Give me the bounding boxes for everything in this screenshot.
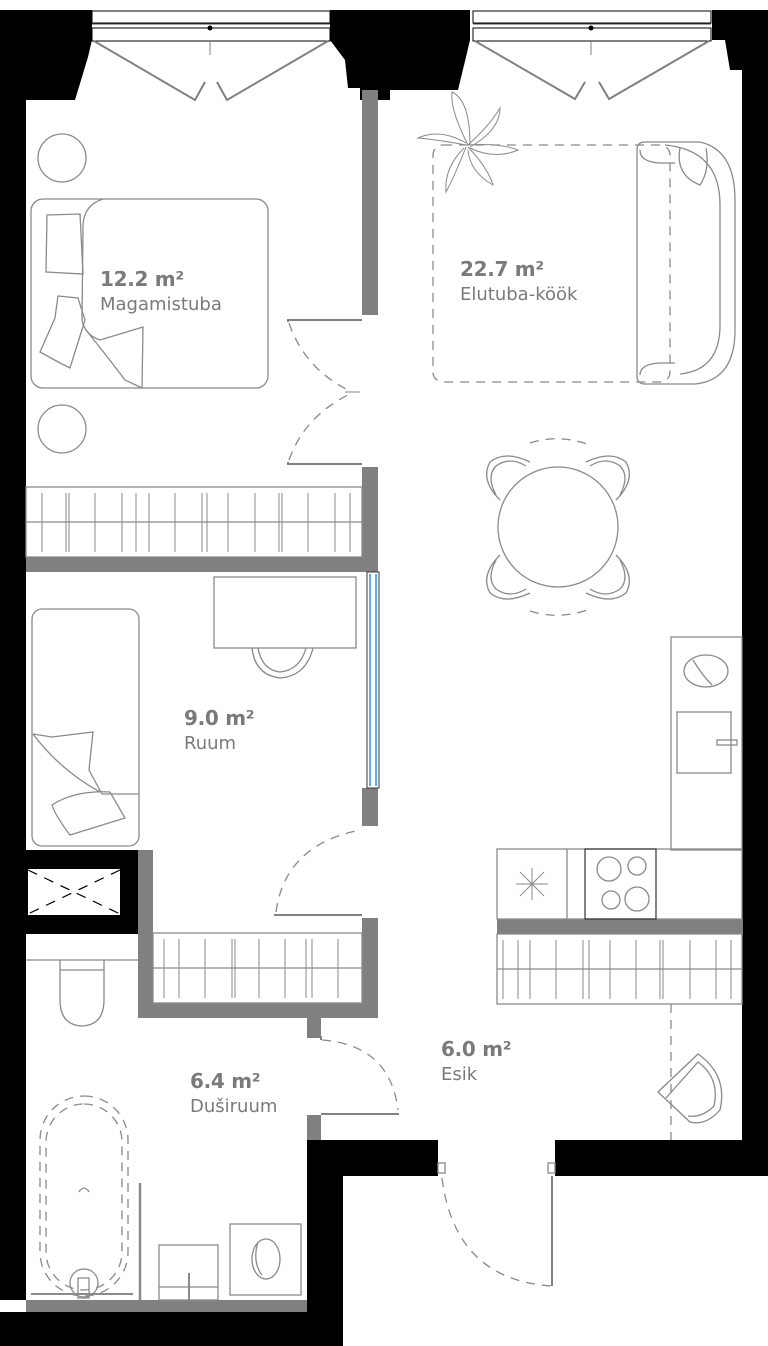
room-area: 22.7 m² bbox=[460, 257, 544, 281]
room-label-bedroom: 12.2 m² Magamistuba bbox=[100, 268, 222, 316]
room-label-room: 9.0 m² Ruum bbox=[184, 706, 255, 755]
room-area: 9.0 m² bbox=[184, 706, 255, 730]
window-icon bbox=[472, 10, 712, 101]
room-name: Elutuba-köök bbox=[460, 284, 578, 305]
wardrobe-icon bbox=[496, 933, 743, 1005]
bathtub-icon bbox=[31, 1095, 133, 1299]
entrance-door-icon bbox=[437, 1162, 556, 1287]
dining-table-icon bbox=[486, 438, 630, 616]
window-icon bbox=[91, 10, 331, 102]
room-name: Duširuum bbox=[190, 1096, 278, 1117]
single-bed-icon bbox=[31, 608, 140, 847]
fridge-icon bbox=[670, 636, 743, 851]
sofa-icon bbox=[636, 141, 736, 385]
room-area: 6.0 m² bbox=[441, 1037, 512, 1061]
room-label-hallway: 6.0 m² Esik bbox=[441, 1037, 512, 1086]
wardrobe-icon bbox=[152, 932, 363, 1004]
sink-icon bbox=[683, 654, 729, 688]
exterior-walls bbox=[0, 10, 768, 1346]
wardrobe-icon bbox=[25, 486, 363, 558]
washing-machine-icon bbox=[229, 1223, 302, 1296]
room-label-living-kitchen: 22.7 m² Elutuba-köök bbox=[460, 258, 577, 306]
sink-icon bbox=[516, 868, 548, 900]
glass-partition bbox=[366, 571, 380, 789]
room-name: Magamistuba bbox=[100, 294, 222, 315]
room-area: 12.2 m² bbox=[100, 267, 184, 291]
door-icon bbox=[307, 1036, 399, 1115]
desk-icon bbox=[213, 576, 357, 679]
armchair-icon bbox=[657, 1004, 723, 1140]
room-label-bathroom: 6.4 m² Duširuum bbox=[190, 1070, 277, 1118]
door-icon bbox=[274, 829, 362, 916]
nightstand-icon bbox=[37, 133, 87, 454]
chair-icon bbox=[486, 455, 630, 600]
room-name: Esik bbox=[441, 1064, 478, 1085]
rug-icon bbox=[432, 144, 671, 383]
toilet-icon bbox=[26, 959, 138, 1027]
door-icon bbox=[287, 319, 362, 465]
double-bed-icon bbox=[30, 198, 269, 389]
plant-icon bbox=[416, 91, 520, 194]
room-area: 6.4 m² bbox=[190, 1069, 261, 1093]
room-name: Ruum bbox=[184, 733, 237, 754]
interior-walls bbox=[26, 90, 743, 1312]
stove-icon bbox=[596, 856, 650, 912]
washbasin-icon bbox=[158, 1244, 219, 1301]
kitchen-counter bbox=[496, 848, 743, 920]
